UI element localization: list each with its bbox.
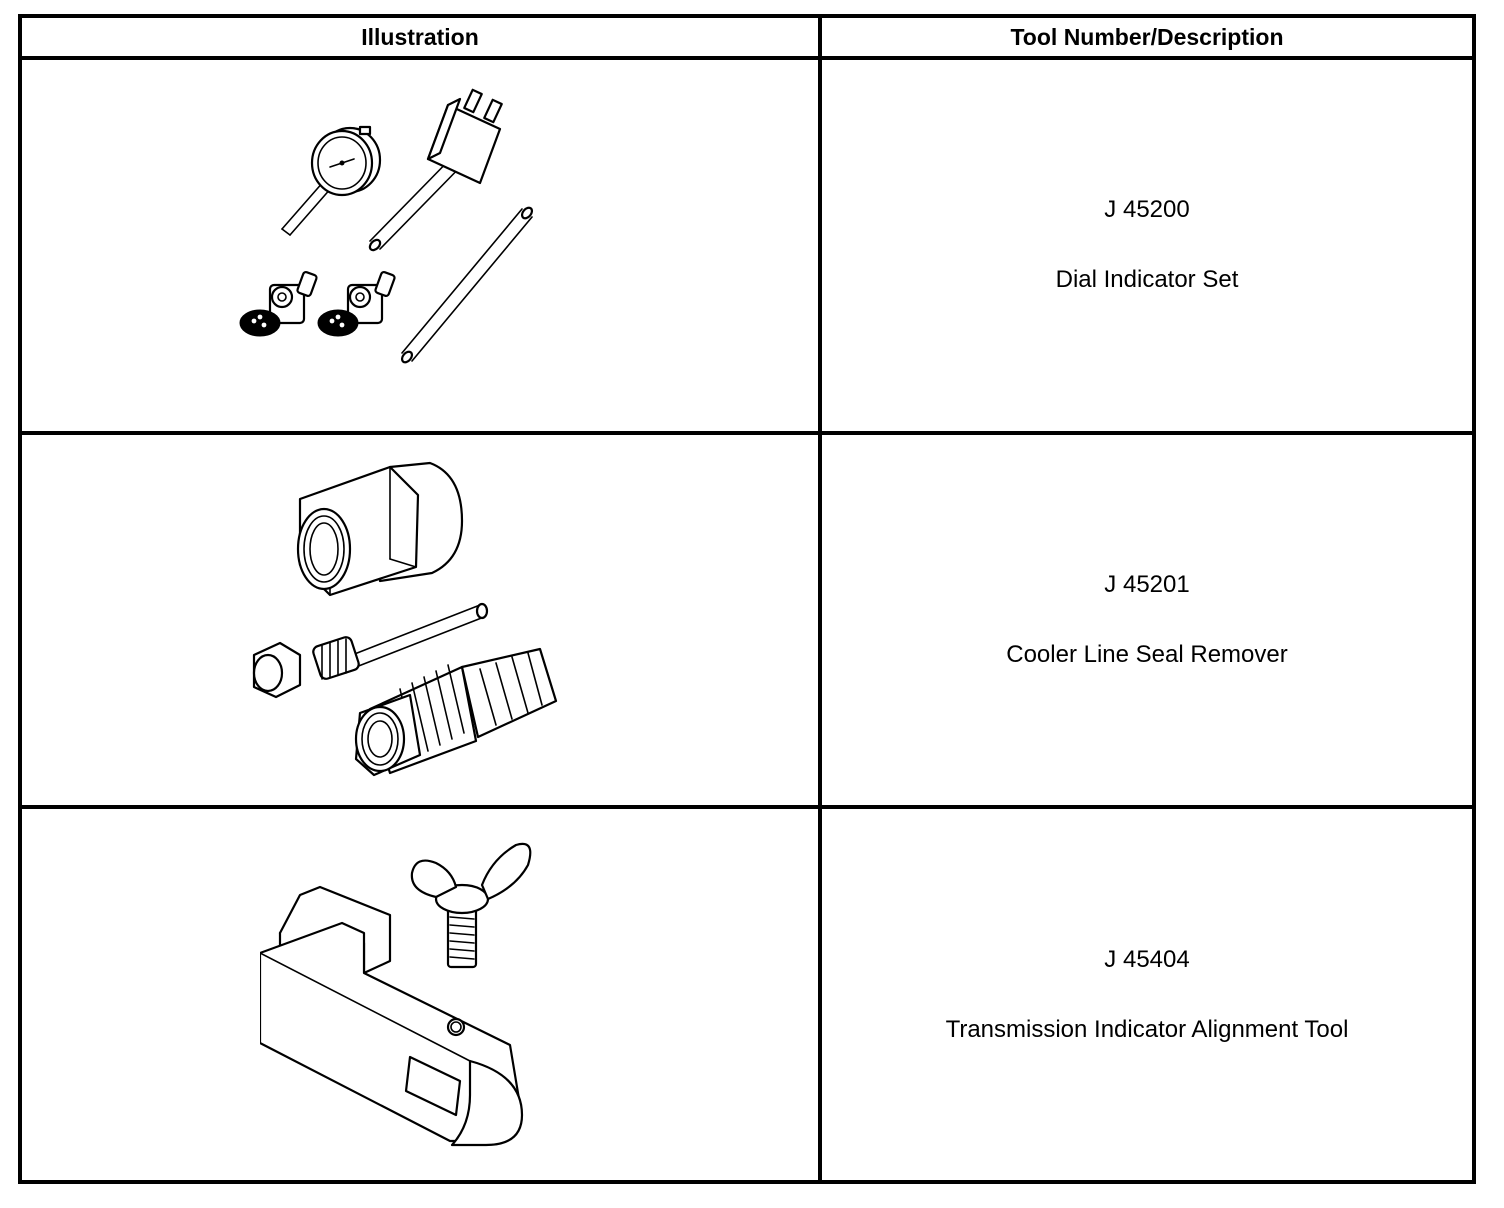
clamp-icon xyxy=(317,271,396,337)
table-header-row: Illustration Tool Number/Description xyxy=(18,14,1476,60)
tool-description: Cooler Line Seal Remover xyxy=(1006,640,1288,668)
tool-description: Dial Indicator Set xyxy=(1055,266,1239,294)
header-tool-number-description: Tool Number/Description xyxy=(818,14,1476,60)
wing-bolt-icon xyxy=(410,842,532,968)
collet-puller-icon xyxy=(354,647,558,777)
illustration-cell xyxy=(18,56,822,435)
dial-gauge-icon xyxy=(281,126,382,237)
table-row: J 45404 Transmission Indicator Alignment… xyxy=(18,805,1476,1184)
tool-description: Transmission Indicator Alignment Tool xyxy=(945,1015,1349,1043)
cooler-line-seal-remover-drawing xyxy=(252,461,558,777)
clamp-icon xyxy=(239,271,318,337)
tool-description-cell: J 45200 Dial Indicator Set xyxy=(818,56,1476,435)
table-row: J 45200 Dial Indicator Set xyxy=(18,56,1476,435)
hex-socket-icon xyxy=(296,461,464,597)
threaded-pin-icon xyxy=(252,602,489,699)
tool-description-cell: J 45404 Transmission Indicator Alignment… xyxy=(818,805,1476,1184)
illustration-cell xyxy=(18,805,822,1184)
dial-indicator-set-drawing xyxy=(239,89,534,364)
extension-rod-icon xyxy=(400,206,534,364)
table-row: J 45201 Cooler Line Seal Remover xyxy=(18,430,1476,810)
alignment-bracket-icon xyxy=(260,885,524,1146)
alignment-tool-drawing xyxy=(260,842,532,1146)
tool-description-cell: J 45201 Cooler Line Seal Remover xyxy=(818,430,1476,810)
special-tools-table: Illustration Tool Number/Description xyxy=(18,14,1476,1184)
tool-number: J 45404 xyxy=(1104,945,1190,973)
header-illustration: Illustration xyxy=(18,14,822,60)
tool-number: J 45201 xyxy=(1104,570,1190,598)
tool-number: J 45200 xyxy=(1104,196,1190,224)
illustration-cell xyxy=(18,430,822,810)
fixture-rod-icon xyxy=(368,89,503,252)
